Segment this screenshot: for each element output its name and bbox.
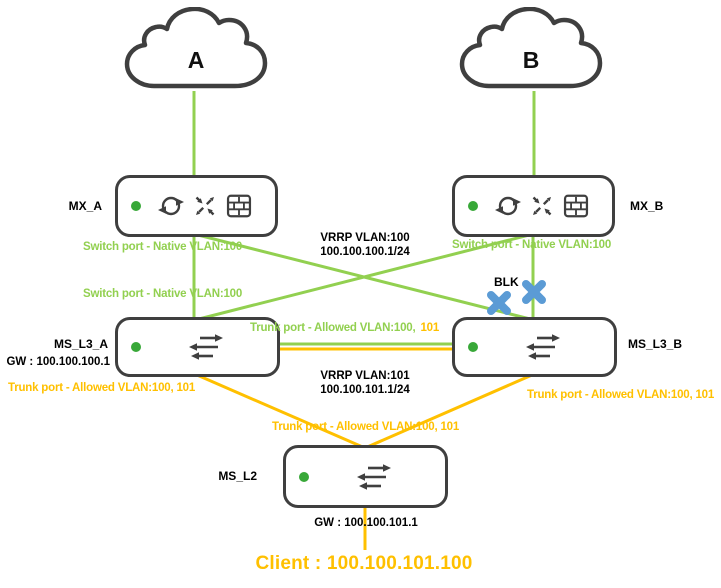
blocked-x-icon: [522, 280, 546, 304]
trunk-port-label-bottom: Trunk port - Allowed VLAN:100, 101: [272, 421, 460, 433]
ms-l2-gateway: GW : 100.100.101.1: [314, 517, 418, 529]
mx-icon-group: [118, 193, 275, 219]
nat-router-icon: [157, 196, 184, 216]
vrrp-vlan101-title: VRRP VLAN:101: [320, 370, 410, 382]
mx-a-label: MX_A: [68, 199, 102, 213]
switch-arrows-icon: [188, 334, 223, 360]
switch-port-label-right: Switch port - Native VLAN:100: [452, 239, 612, 251]
cloud-b: B: [458, 7, 604, 93]
device-mx-b: [452, 175, 615, 237]
switch-arrows-icon: [525, 334, 560, 360]
cloud-b-label: B: [522, 47, 540, 73]
switch-port-label-left-lower: Switch port - Native VLAN:100: [83, 288, 243, 300]
link-ms-l3-a-ms-l2: [196, 373, 366, 450]
device-ms-l3-b: [452, 317, 617, 377]
ms-l3-a-gateway: GW : 100.100.100.1: [6, 356, 110, 368]
ms-l2-label: MS_L2: [218, 469, 257, 483]
link-ms-l3-b-ms-l2: [364, 373, 533, 450]
ms-icon-group: [455, 333, 614, 361]
status-dot: [131, 201, 141, 211]
cloud-icon: [124, 7, 268, 89]
trunk-mid-orange-text: 101: [420, 322, 440, 334]
ms-l3-a-label: MS_L3_A: [53, 337, 108, 351]
vrrp-vlan101-ip: 100.100.101.1/24: [320, 384, 410, 396]
device-ms-l3-a: [115, 317, 280, 377]
cloud-icon: [459, 7, 603, 89]
vrrp-vlan100-label: VRRP VLAN:100 100.100.100.1/24: [300, 231, 430, 259]
switch-port-label-left-upper: Switch port - Native VLAN:100: [83, 241, 243, 253]
ms-l3-b-label: MS_L3_B: [628, 337, 683, 351]
firewall-icon: [563, 194, 588, 218]
vrrp-vlan101-label: VRRP VLAN:101 100.100.101.1/24: [300, 369, 430, 397]
cloud-a: A: [123, 7, 269, 93]
trunk-port-label-left: Trunk port - Allowed VLAN:100, 101: [8, 382, 196, 394]
trunk-port-label-mid: Trunk port - Allowed VLAN:100, 101: [250, 322, 439, 334]
link-mx-b-ms-l3-a: [194, 232, 534, 322]
crossing-arrows-icon: [195, 196, 214, 216]
ms-icon-group: [118, 333, 277, 361]
trunk-port-label-right: Trunk port - Allowed VLAN:100, 101: [527, 389, 715, 401]
nat-router-icon: [494, 196, 521, 216]
switch-arrows-icon: [356, 463, 391, 490]
mx-icon-group: [455, 193, 612, 219]
status-dot: [468, 201, 478, 211]
crossing-arrows-icon: [532, 196, 551, 216]
device-ms-l2: [283, 445, 448, 508]
blocked-x-icon: [487, 291, 511, 315]
firewall-icon: [226, 194, 251, 218]
device-mx-a: [115, 175, 278, 237]
status-dot: [299, 471, 309, 482]
mx-b-label: MX_B: [630, 199, 664, 213]
vrrp-vlan100-ip: 100.100.100.1/24: [320, 246, 410, 258]
blocked-label: BLK: [494, 275, 519, 289]
trunk-mid-green-text: Trunk port - Allowed VLAN:100,: [250, 322, 416, 334]
cloud-a-label: A: [187, 47, 205, 73]
client-label: Client : 100.100.101.100: [255, 553, 473, 574]
status-dot: [131, 342, 141, 352]
ms-icon-group: [286, 463, 445, 491]
status-dot: [468, 342, 478, 352]
vrrp-vlan100-title: VRRP VLAN:100: [320, 232, 410, 244]
